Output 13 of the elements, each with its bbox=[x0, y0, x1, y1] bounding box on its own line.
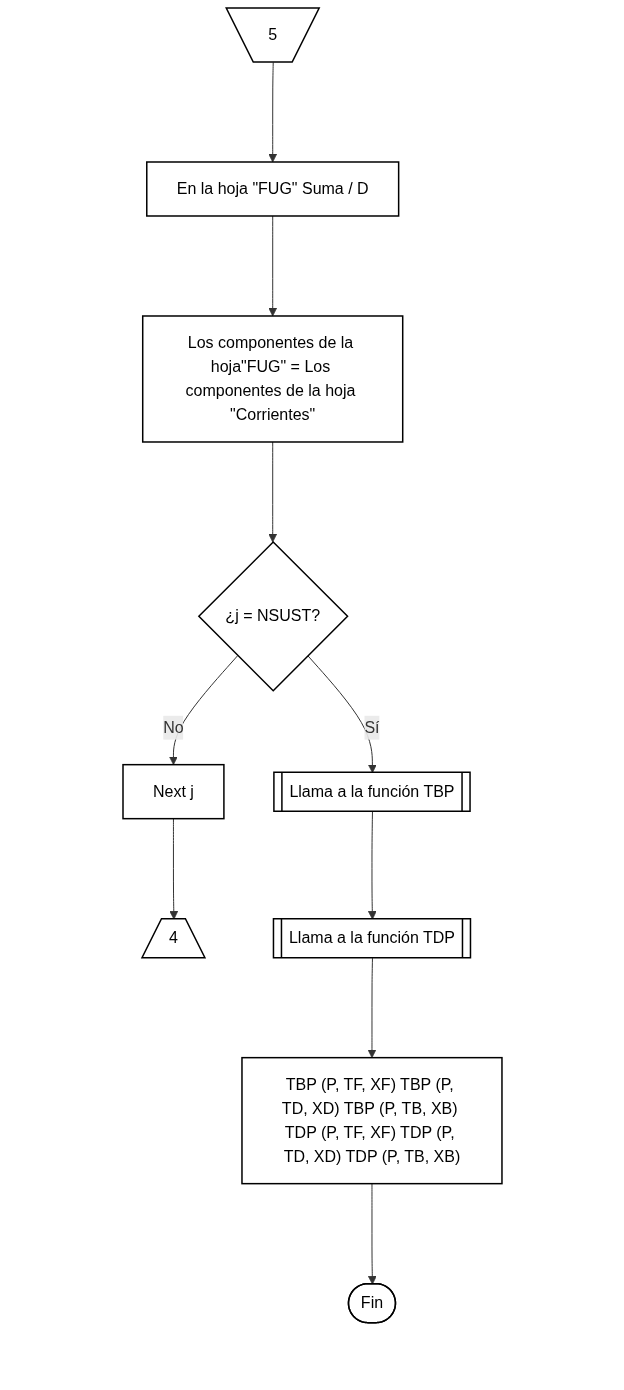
arrow bbox=[267, 62, 277, 163]
arrow bbox=[267, 215, 277, 317]
arrow bbox=[267, 441, 277, 543]
node-box: Los componentes de la hoja"FUG" = Los componentes de la hoja "Corrientes" bbox=[141, 315, 403, 443]
node-box: Next j bbox=[121, 763, 225, 820]
node-box: TBP (P, TF, XF) TBP (P, TD, XD) TBP (P, TB, XB) TDP (P, TF, XF) TDP (P, TD, XD) TDP (P, TB, XB) bbox=[240, 1056, 503, 1185]
edge-label: Sí bbox=[363, 718, 380, 736]
arrow bbox=[168, 655, 238, 766]
arrow bbox=[367, 1183, 377, 1285]
edge-label: No bbox=[162, 718, 184, 736]
node-diamond: ¿j = NSUST? bbox=[197, 540, 349, 692]
arrow bbox=[367, 957, 376, 1059]
node-box: En la hoja "FUG" Suma / D bbox=[145, 161, 399, 217]
